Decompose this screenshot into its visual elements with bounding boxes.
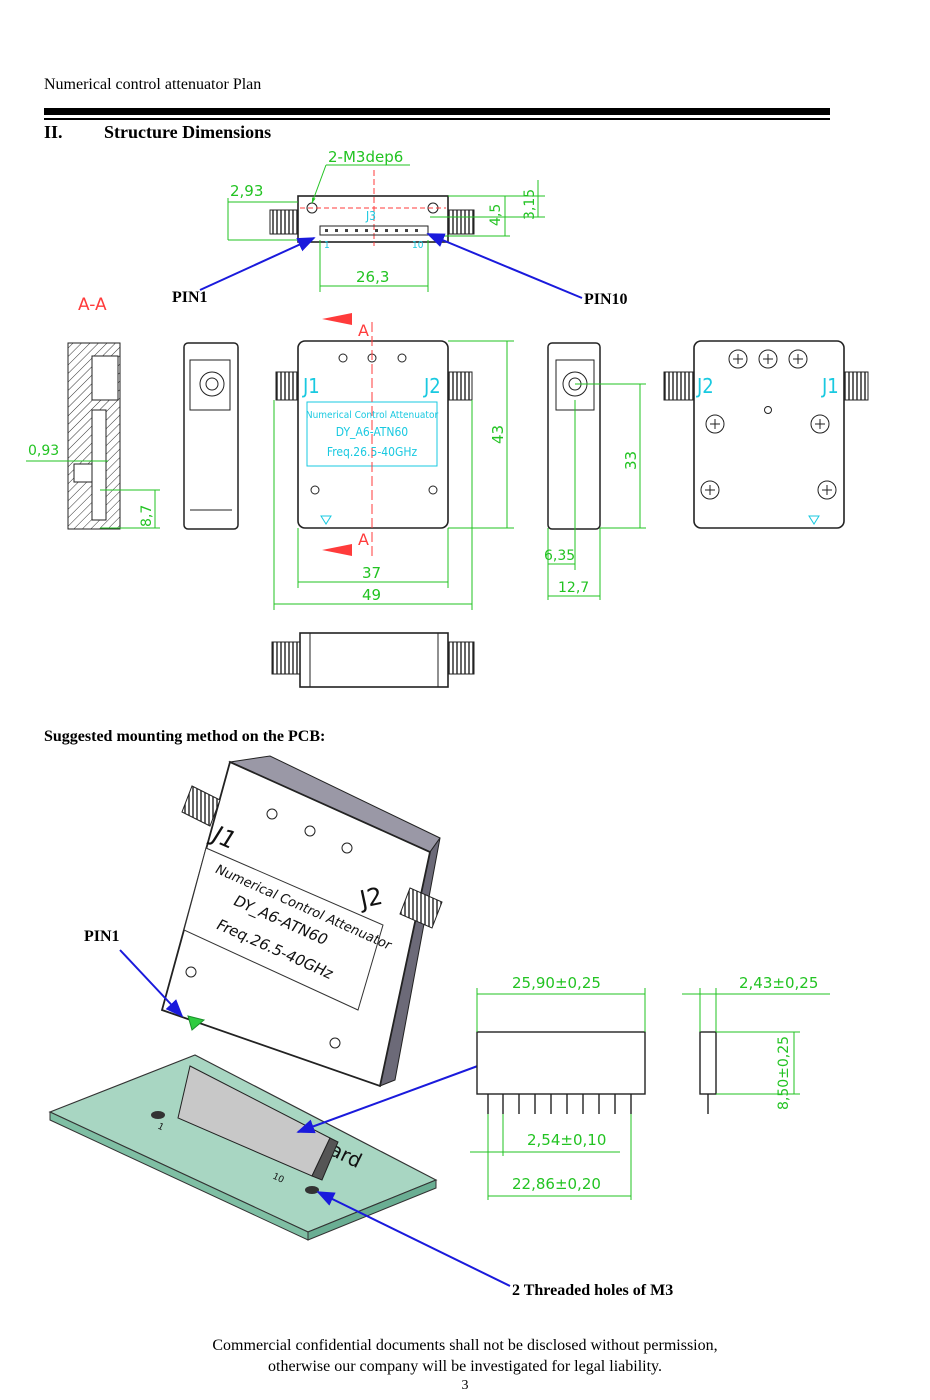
dim-2-93: 2,93: [230, 182, 263, 200]
back-port-j2: J2: [696, 374, 714, 398]
dim-26-3: 26,3: [356, 268, 389, 286]
dim-25-90: 25,90±0,25: [512, 974, 601, 992]
left-side-view: [183, 342, 239, 530]
page-number: 3: [461, 1378, 469, 1393]
section-a-a-view: A-A 0,93 8,7: [26, 295, 160, 530]
bottom-view: [271, 632, 475, 688]
pin-header-detail: 25,90±0,25 2,54±0,10 22,86±0,20 2,43±0,2…: [470, 974, 830, 1200]
header-rule-thick: [44, 108, 830, 115]
dim-12-7: 12,7: [558, 580, 589, 596]
pcb-pin-1-mark: 1: [156, 1122, 166, 1134]
top-view: J3 1 10 2-M3dep6 2,93 3,15 4,5 26,3: [199, 148, 583, 299]
pcb-isometric-view: 1 10 ard J1 J2 Numerical Control Attenua…: [48, 755, 511, 1287]
dim-4-5: 4,5: [488, 204, 504, 226]
dim-22-86: 22,86±0,20: [512, 1175, 601, 1193]
front-label-line2: DY_A6-ATN60: [336, 425, 409, 439]
section-title: Structure Dimensions: [104, 122, 272, 142]
footer-line-1: Commercial confidential documents shall …: [212, 1337, 718, 1354]
dim-43: 43: [489, 425, 507, 444]
front-port-j2: J2: [423, 374, 441, 398]
dim-33: 33: [622, 451, 640, 470]
back-view: J2 J1: [663, 340, 869, 529]
pcb-mounting-heading: Suggested mounting method on the PCB:: [44, 728, 326, 745]
dim-2-43: 2,43±0,25: [739, 974, 818, 992]
dim-3-15: 3,15: [522, 189, 538, 220]
header-rule-thin: [44, 118, 830, 120]
front-view: J1 J2 Numerical Control Attenuator DY_A6…: [273, 313, 514, 610]
pcb-pin-10-mark: 10: [271, 1172, 286, 1186]
document-header-title: Numerical control attenuator Plan: [44, 76, 262, 93]
pcb-pin1-label: PIN1: [84, 928, 120, 945]
section-number: II.: [44, 122, 63, 142]
pin1-label: PIN1: [172, 289, 208, 306]
dim-37: 37: [362, 564, 381, 582]
section-marker-bottom: A: [358, 530, 369, 549]
hole-note: 2-M3dep6: [328, 148, 403, 166]
dim-0-93: 0,93: [28, 443, 59, 459]
front-port-j1: J1: [302, 374, 320, 398]
pin-1-mark: 1: [324, 240, 330, 251]
section-marker-top: A: [358, 321, 369, 340]
dim-49: 49: [362, 586, 381, 604]
dim-8-7: 8,7: [139, 505, 155, 527]
dim-6-35: 6,35: [544, 548, 575, 564]
connector-j3-label: J3: [365, 209, 376, 223]
right-side-view: 33 6,35 12,7: [544, 342, 646, 600]
dim-2-54: 2,54±0,10: [527, 1131, 606, 1149]
back-port-j1: J1: [821, 374, 839, 398]
dim-8-50: 8,50±0,25: [776, 1036, 792, 1110]
footer-line-2: otherwise our company will be investigat…: [268, 1358, 662, 1375]
section-label: A-A: [78, 295, 107, 315]
pin-10-mark: 10: [412, 240, 424, 251]
pin10-label: PIN10: [584, 291, 628, 308]
threaded-holes-label: 2 Threaded holes of M3: [512, 1282, 674, 1299]
